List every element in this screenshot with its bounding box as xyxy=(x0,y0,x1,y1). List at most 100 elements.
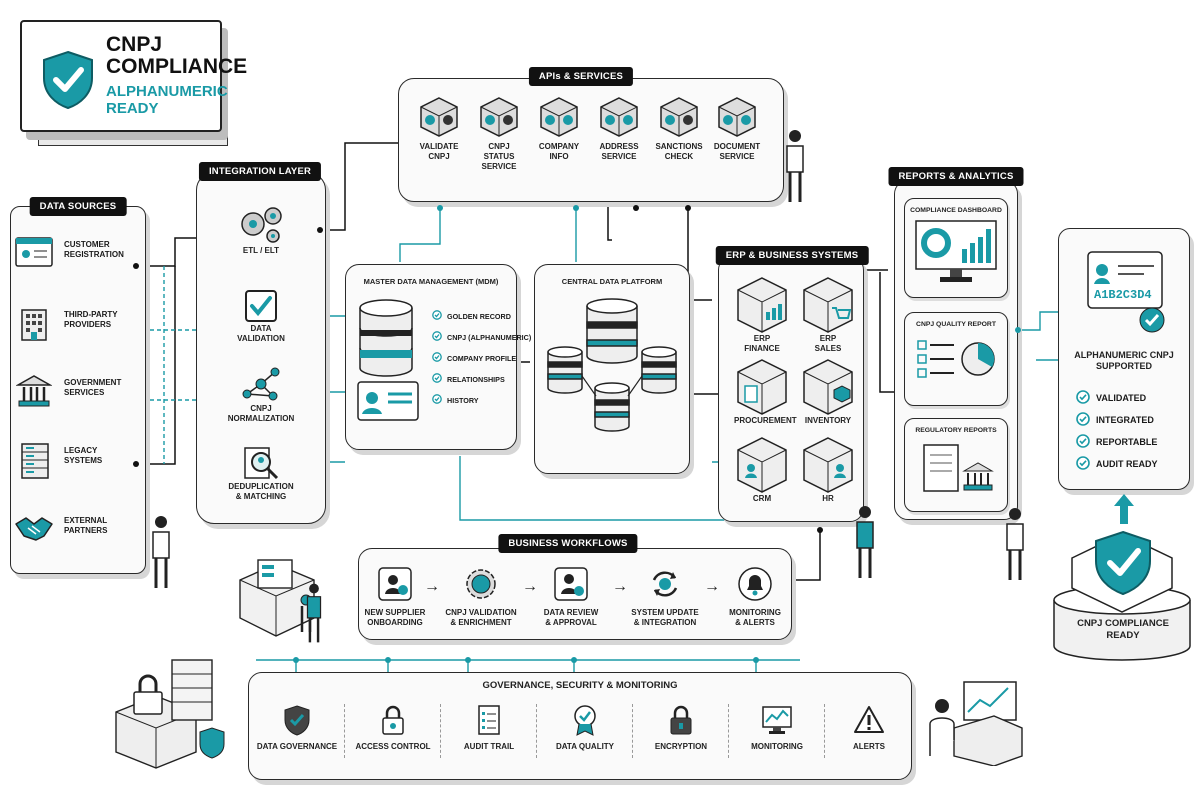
report-title: CNPJ QUALITY REPORT xyxy=(916,321,996,328)
governance-alerts[interactable]: ALERTS xyxy=(822,704,916,752)
check-circle-icon xyxy=(432,310,442,322)
user-icon xyxy=(734,436,790,494)
workflow-label-line-1: NEW SUPPLIER xyxy=(364,608,426,617)
regulatory-reports-card[interactable]: REGULATORY REPORTS xyxy=(904,418,1008,512)
erp-procurement[interactable]: PROCUREMENT xyxy=(734,358,797,426)
api-label-line-1: DOCUMENT xyxy=(713,142,761,151)
workflow-data-review[interactable]: DATA REVIEW& APPROVAL xyxy=(526,566,616,628)
integration-deduplication[interactable]: DEDUPLICATION& MATCHING xyxy=(196,444,326,502)
person-figure-illustration xyxy=(852,504,878,580)
registration-form-icon xyxy=(14,236,54,270)
check-circle-icon xyxy=(432,373,442,385)
governance-data-quality[interactable]: DATA QUALITY xyxy=(538,704,632,752)
status-item-label: VALIDATED xyxy=(1096,393,1147,403)
right-arrow-icon: → xyxy=(424,578,440,595)
governance-divider xyxy=(536,704,537,758)
integration-normalization-line-2: NORMALIZATION xyxy=(227,414,295,423)
reports-tag: REPORTS & ANALYTICS xyxy=(888,167,1024,186)
database-stack-icon xyxy=(356,298,416,378)
integration-dedup-line-2: & MATCHING xyxy=(235,492,287,501)
sync-icon xyxy=(620,566,710,602)
check-circle-icon xyxy=(1076,456,1090,472)
governance-label: AUDIT TRAIL xyxy=(463,742,515,751)
workflow-label-line-1: CNPJ VALIDATION xyxy=(445,608,517,617)
workflow-system-update[interactable]: SYSTEM UPDATE& INTEGRATION xyxy=(620,566,710,628)
profile-card-icon xyxy=(356,380,420,422)
api-label-line-1: ADDRESS xyxy=(599,142,639,151)
status-item-label: INTEGRATED xyxy=(1096,415,1154,425)
workflow-cnpj-validation[interactable]: CNPJ VALIDATION& ENRICHMENT xyxy=(436,566,526,628)
shield-check-icon xyxy=(42,50,94,110)
address-cube-icon xyxy=(592,96,646,138)
governance-data-governance[interactable]: DATA GOVERNANCE xyxy=(250,704,344,752)
brand-title-line-2: COMPLIANCE xyxy=(106,55,248,79)
ready-label-line-1: CNPJ COMPLIANCE xyxy=(1077,618,1169,629)
api-label-line-2: INFO xyxy=(549,152,569,161)
connector-dot xyxy=(685,205,691,211)
check-circle-icon xyxy=(432,331,442,343)
workflow-monitoring[interactable]: MONITORING& ALERTS xyxy=(710,566,800,628)
governance-label: ACCESS CONTROL xyxy=(355,742,431,751)
erp-hr[interactable]: HR xyxy=(800,436,856,504)
workflow-label-line-2: & ENRICHMENT xyxy=(450,618,512,627)
report-title: COMPLIANCE DASHBOARD xyxy=(910,207,1002,214)
mdm-item-label: RELATIONSHIPS xyxy=(447,374,505,384)
erp-label: HR xyxy=(822,494,834,503)
integration-etl[interactable]: ETL / ELT xyxy=(196,202,326,256)
handshake-icon xyxy=(14,514,54,542)
info-cube-icon xyxy=(532,96,586,138)
governance-access-control[interactable]: ACCESS CONTROL xyxy=(346,704,440,752)
brand-subtitle-line-2: READY xyxy=(106,99,159,117)
governance-monitoring[interactable]: MONITORING xyxy=(730,704,824,752)
cnpj-support-title-line-1: ALPHANUMERIC CNPJ xyxy=(1074,350,1174,360)
governance-label: DATA QUALITY xyxy=(555,742,615,751)
reviewer-icon xyxy=(526,566,616,602)
check-circle-icon xyxy=(1076,434,1090,450)
governance-label: ALERTS xyxy=(853,742,885,751)
governance-encryption[interactable]: ENCRYPTION xyxy=(634,704,728,752)
brand-subtitle: ALPHANUMERIC READY xyxy=(106,83,228,117)
warning-icon xyxy=(822,704,916,736)
mdm-item: COMPANY PROFILE xyxy=(432,352,516,364)
source-label-line-2: REGISTRATION xyxy=(64,250,124,260)
secure-servers-illustration xyxy=(112,652,232,770)
erp-crm[interactable]: CRM xyxy=(734,436,790,504)
erp-inventory[interactable]: INVENTORY xyxy=(800,358,856,426)
api-label-line-1: SANCTIONS xyxy=(655,142,703,151)
integration-validation-line-2: VALIDATION xyxy=(237,334,285,343)
compliance-dashboard-card[interactable]: COMPLIANCE DASHBOARD xyxy=(904,198,1008,298)
api-label-line-2: CHECK xyxy=(664,152,694,161)
cnpj-quality-report-card[interactable]: CNPJ QUALITY REPORT xyxy=(904,312,1008,406)
apis-tag: APIs & SERVICES xyxy=(528,67,634,86)
clipboard-icon xyxy=(734,358,790,416)
source-label-line-1: CUSTOMER xyxy=(64,240,110,249)
integration-layer-tag: INTEGRATION LAYER xyxy=(198,162,322,181)
governance-label: ENCRYPTION xyxy=(654,742,708,751)
lock-icon xyxy=(634,704,728,736)
brand-sign: CNPJ COMPLIANCE ALPHANUMERIC READY xyxy=(20,20,247,148)
mdm-item-label: COMPANY PROFILE xyxy=(447,353,517,363)
governance-audit-trail[interactable]: AUDIT TRAIL xyxy=(442,704,536,752)
status-item-label: AUDIT READY xyxy=(1096,459,1158,469)
bell-icon xyxy=(710,566,800,602)
connector-dot xyxy=(465,657,471,663)
